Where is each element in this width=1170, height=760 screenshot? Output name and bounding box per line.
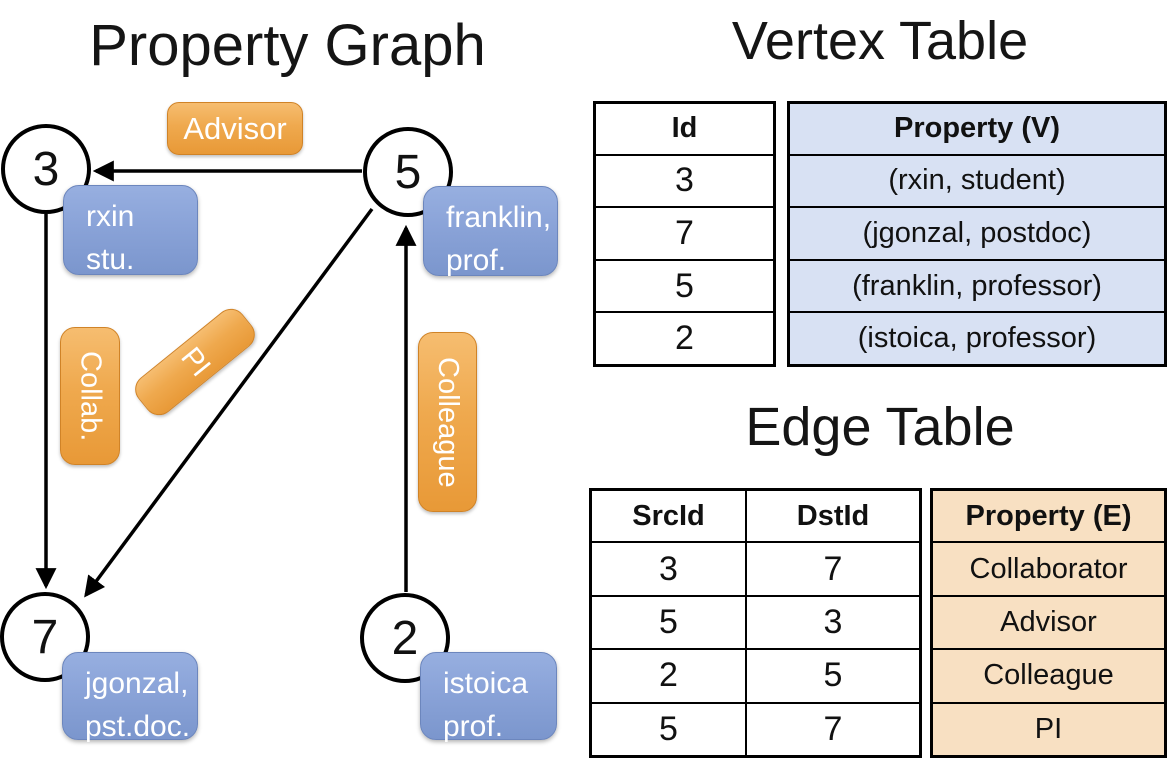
edge-table-dst-cell: 7 xyxy=(745,703,919,755)
vertex-property-line: prof. xyxy=(446,243,507,277)
edge-table-src-cell: 5 xyxy=(659,709,678,748)
vertex-property-line: stu. xyxy=(86,242,135,276)
vertex-table-id-cell: 3 xyxy=(596,153,773,207)
edge-label-collab: Collab. xyxy=(60,327,120,465)
vertex-table-property-cell: (franklin, professor) xyxy=(790,258,1164,312)
edge-table-property-cell: Collaborator xyxy=(933,541,1164,595)
edge-table-property-cell: Colleague xyxy=(933,648,1164,702)
edge-table-id-columns: SrcId DstId 3 7 5 3 2 5 5 7 xyxy=(589,488,922,758)
vertex-property-line: pst.doc. xyxy=(85,709,191,743)
vertex-property-line: prof. xyxy=(443,709,504,743)
vertex-table-id-column: Id 3 7 5 2 xyxy=(593,101,776,367)
vertex-table-property-cell: (rxin, student) xyxy=(790,153,1164,207)
vertex-property-box-7: jgonzal, pst.doc. xyxy=(62,652,198,743)
vertex-table-header-id: Id xyxy=(671,112,698,145)
vertex-table-property-cell: (istoica, professor) xyxy=(790,311,1164,365)
vertex-table-id-cell: 7 xyxy=(596,206,773,259)
vertex-table-id-cell: 2 xyxy=(596,311,773,364)
edge-table-property-cell: PI xyxy=(933,701,1164,755)
edge-table-header-property: Property (E) xyxy=(933,491,1164,542)
edge-5-to-7 xyxy=(84,207,374,598)
vertex-id: 7 xyxy=(31,610,59,664)
edge-table-dst-cell: 7 xyxy=(745,543,919,595)
edge-label-pi-text: PI xyxy=(174,340,217,383)
edge-label-colleague: Colleague xyxy=(418,332,477,512)
vertex-table-id-cell: 5 xyxy=(596,258,773,312)
vertex-property-box-5: franklin, prof. xyxy=(423,186,558,277)
edge-table-property-cell: Advisor xyxy=(933,594,1164,649)
vertex-property-line: rxin xyxy=(86,200,135,233)
vertex-property-line: franklin, xyxy=(446,201,552,234)
vertex-table-property-cell: (jgonzal, postdoc) xyxy=(790,206,1164,259)
edge-table-dst-cell: 5 xyxy=(745,650,919,702)
edge-table-property-column: Property (E) Collaborator Advisor Collea… xyxy=(930,488,1167,758)
vertex-property-line: jgonzal, xyxy=(85,667,189,700)
vertex-table-header-property: Property (V) xyxy=(790,104,1164,154)
edge-table-src-cell: 5 xyxy=(659,603,678,641)
edge-table-header-dstid: DstId xyxy=(745,491,919,542)
vertex-property-box-3: rxin stu. xyxy=(63,185,198,276)
vertex-id: 3 xyxy=(32,142,60,196)
edge-table-dst-cell: 3 xyxy=(745,596,919,649)
vertex-node-3: 3 xyxy=(1,124,91,214)
vertex-id: 2 xyxy=(391,611,419,665)
vertex-property-box-2: istoica prof. xyxy=(420,652,557,743)
vertex-table-property-column: Property (V) (rxin, student) (jgonzal, p… xyxy=(787,101,1167,367)
edge-table-src-cell: 2 xyxy=(659,656,678,695)
edge-table-src-cell: 3 xyxy=(659,549,678,588)
vertex-property-line: istoica xyxy=(443,667,529,700)
vertex-table-title: Vertex Table xyxy=(731,11,1029,71)
edge-label-advisor: Advisor xyxy=(167,102,303,155)
vertex-id: 5 xyxy=(394,145,422,199)
property-graph-title: Property Graph xyxy=(89,13,486,78)
edge-table-header-srcid: SrcId xyxy=(632,499,705,532)
edge-table-title: Edge Table xyxy=(745,397,1015,457)
